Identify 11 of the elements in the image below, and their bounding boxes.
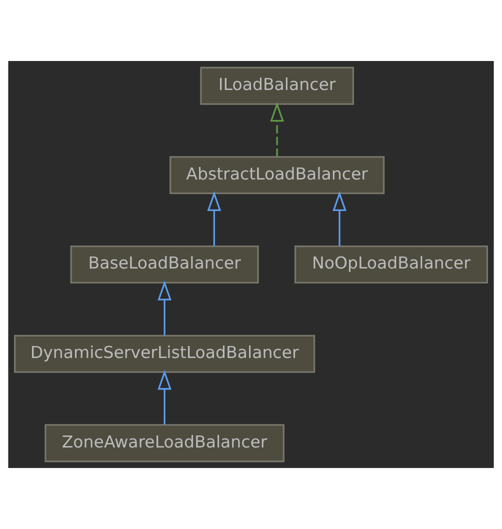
node-box: NoOpLoadBalancer (294, 245, 488, 284)
arrow (158, 280, 172, 336)
arrow (207, 191, 222, 246)
node-box: DynamicServerListLoadBalancer (14, 334, 316, 373)
node-box: AbstractLoadBalancer (170, 156, 385, 194)
node-box: ZoneAwareLoadBalancer (44, 424, 284, 462)
node-box: ILoadBalancer (200, 66, 354, 105)
arrow (332, 191, 346, 246)
arrow (158, 370, 172, 425)
arrow (270, 102, 284, 157)
node-box: BaseLoadBalancer (70, 245, 259, 284)
